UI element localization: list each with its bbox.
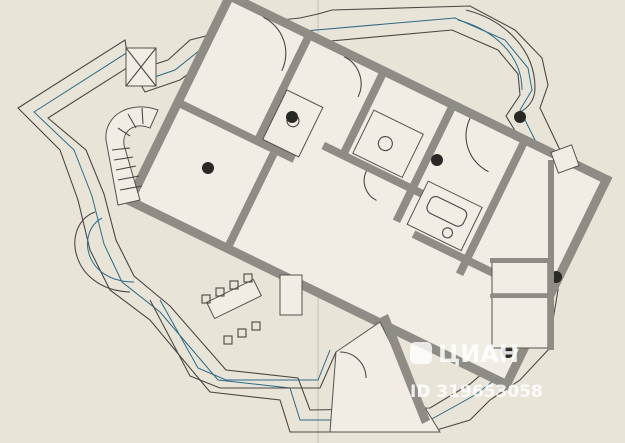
chair-icon [201,294,211,304]
door-swing-3 [465,117,489,173]
chair-icon [215,287,225,297]
wall-partition-5 [224,151,278,250]
door-swing-2 [343,56,362,98]
washbasin-icon [377,135,393,152]
wall-partition-3 [392,102,457,224]
wall-partition-4 [455,137,529,277]
chair-icon [243,273,253,283]
lower-wing [329,321,441,433]
door-swing-lower [339,351,367,379]
riser-icon [286,111,298,123]
watermark-logo-icon [410,342,432,364]
watermark-brand: ЦИАН [438,340,519,368]
terrace-bulge-left-inner [87,217,135,283]
chair-icon [223,335,233,345]
balcony-corner [550,144,580,174]
wall-corridor-2 [321,141,424,198]
main-building [123,0,613,391]
wall-lower-diagonal [380,314,430,424]
terrace-bottom-left [149,299,337,389]
chair-icon [237,328,247,338]
shaft-cross-icon [125,47,157,87]
terrace-curve-top-right-blue [457,19,523,91]
wall-right-2 [490,294,552,298]
wall-partition-1 [253,32,314,144]
spiral-staircase [105,106,159,206]
wall-south [123,194,513,391]
wall-right-3 [548,160,554,350]
chair-icon [251,321,261,331]
door-swing-1 [263,16,287,72]
bathroom-3 [406,180,483,252]
watermark-id: ID 319653058 [410,382,543,402]
wall-west [123,0,236,207]
riser-icon [431,154,443,166]
riser-icon [514,111,526,123]
terrace-curve-top-right [465,9,536,113]
bathtub-icon [426,195,468,227]
chair-icon [229,280,239,290]
riser-icon [502,346,514,358]
room-right-2 [491,295,549,349]
riser-icon [202,162,214,174]
bathroom-1 [262,89,324,158]
watermark: ЦИАН ID 319653058 [410,340,543,402]
wall-north [223,0,613,186]
dining-table-icon [206,278,262,320]
terrace-bulge-left [74,211,131,293]
cabinet-icon [279,274,303,316]
door-swing-4 [363,170,377,201]
wall-right-1 [490,258,552,263]
wall-corridor-1 [175,98,297,163]
terrace-bottom-left-inner [159,299,331,381]
bathroom-2 [352,109,424,179]
wall-partition-2 [338,68,388,158]
toilet-icon [441,227,454,239]
dining-chairs [201,273,261,345]
room-right-1 [491,261,549,295]
